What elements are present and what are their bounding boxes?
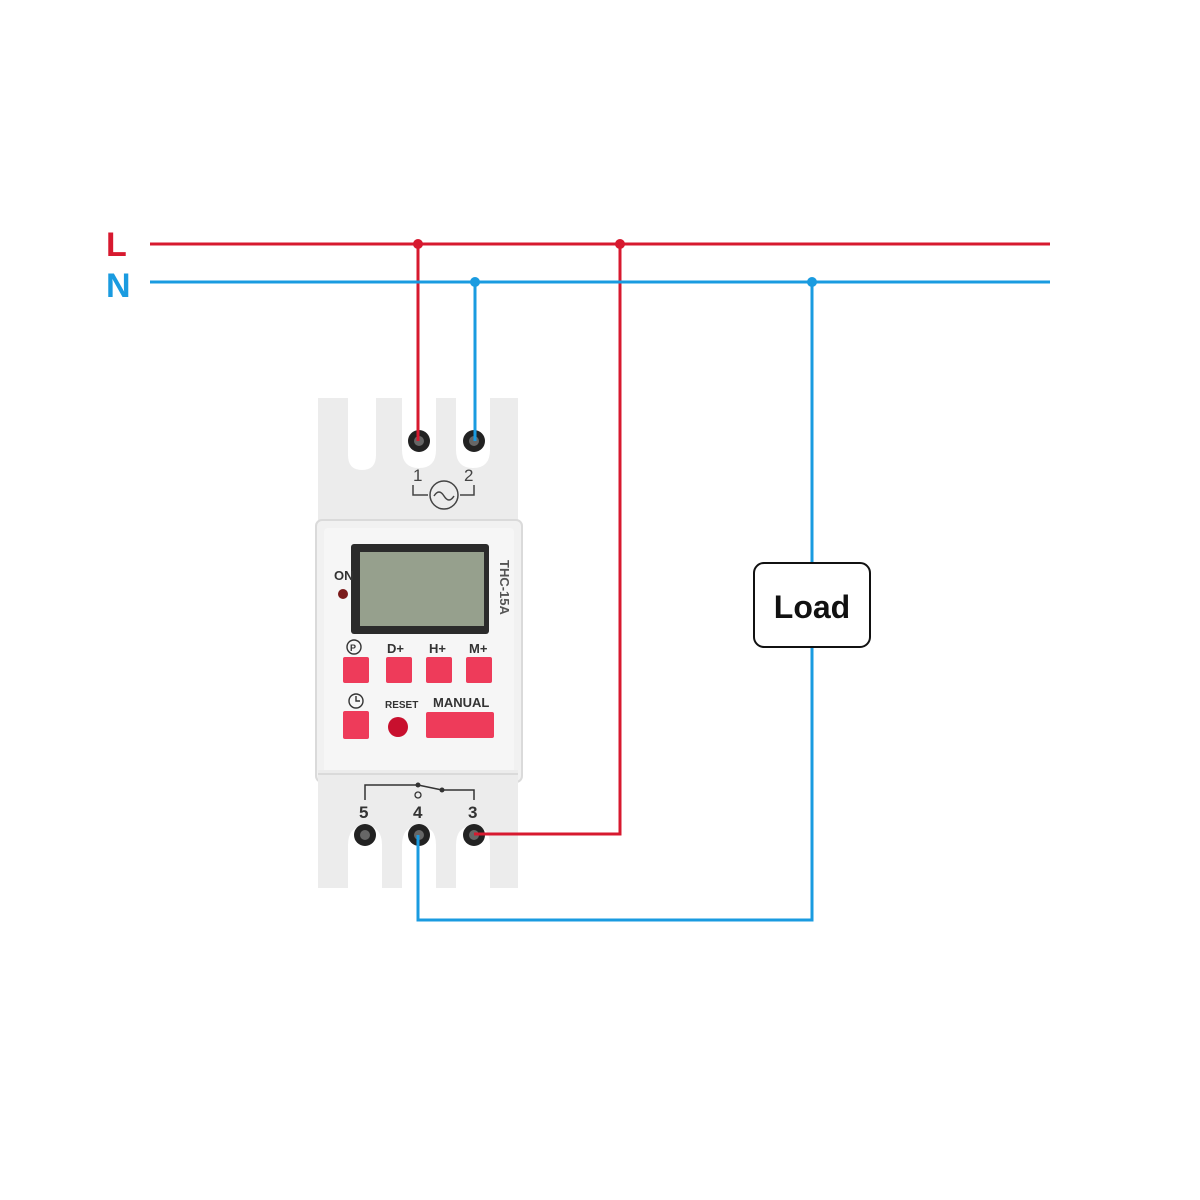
timer-switch: 1 2 THC-15A ON P D+ H+ M+ RES bbox=[315, 398, 523, 888]
terminal-label-1: 1 bbox=[413, 466, 422, 485]
hour-plus-button[interactable] bbox=[426, 657, 452, 683]
terminal-label-4: 4 bbox=[413, 803, 423, 822]
live-wires bbox=[150, 239, 1050, 836]
day-button-label: D+ bbox=[387, 641, 404, 656]
load-box-frame bbox=[753, 562, 871, 648]
clock-icon bbox=[348, 693, 364, 709]
terminal-label-3: 3 bbox=[468, 803, 477, 822]
live-to-terminal-3 bbox=[474, 244, 622, 836]
junction-dot bbox=[615, 239, 625, 249]
reset-label: RESET bbox=[385, 700, 418, 711]
clock-button[interactable] bbox=[343, 711, 369, 739]
lcd-display bbox=[360, 552, 484, 626]
relay-contact-symbol bbox=[364, 784, 475, 800]
model-label: THC-15A bbox=[497, 560, 512, 616]
junction-dot bbox=[413, 239, 423, 249]
on-indicator-label: ON bbox=[334, 568, 354, 583]
minute-button-label: M+ bbox=[469, 641, 488, 656]
load-box: Load bbox=[753, 562, 871, 648]
junction-dot bbox=[807, 277, 817, 287]
manual-label: MANUAL bbox=[433, 695, 489, 710]
junction-dot bbox=[470, 277, 480, 287]
terminal-label-2: 2 bbox=[464, 466, 473, 485]
load-to-terminal-4 bbox=[416, 647, 814, 922]
hour-button-label: H+ bbox=[429, 641, 446, 656]
minute-plus-button[interactable] bbox=[466, 657, 492, 683]
neutral-line-label: N bbox=[106, 267, 131, 305]
program-label: P bbox=[350, 643, 356, 653]
load-label: Load bbox=[774, 589, 850, 625]
day-plus-button[interactable] bbox=[386, 657, 412, 683]
program-button[interactable] bbox=[343, 657, 369, 683]
reset-button[interactable] bbox=[388, 717, 408, 737]
ac-symbol-icon bbox=[429, 480, 459, 510]
clock-hands bbox=[355, 696, 360, 702]
ac-supply-bracket bbox=[412, 485, 475, 496]
on-indicator-led bbox=[338, 589, 348, 599]
manual-button[interactable] bbox=[426, 712, 494, 738]
top-slot bbox=[348, 398, 376, 470]
neutral-wires bbox=[150, 277, 1050, 922]
live-line-label: L bbox=[106, 226, 127, 264]
program-icon bbox=[346, 639, 362, 655]
terminal-label-5: 5 bbox=[359, 803, 368, 822]
sine-wave-icon bbox=[433, 491, 455, 501]
